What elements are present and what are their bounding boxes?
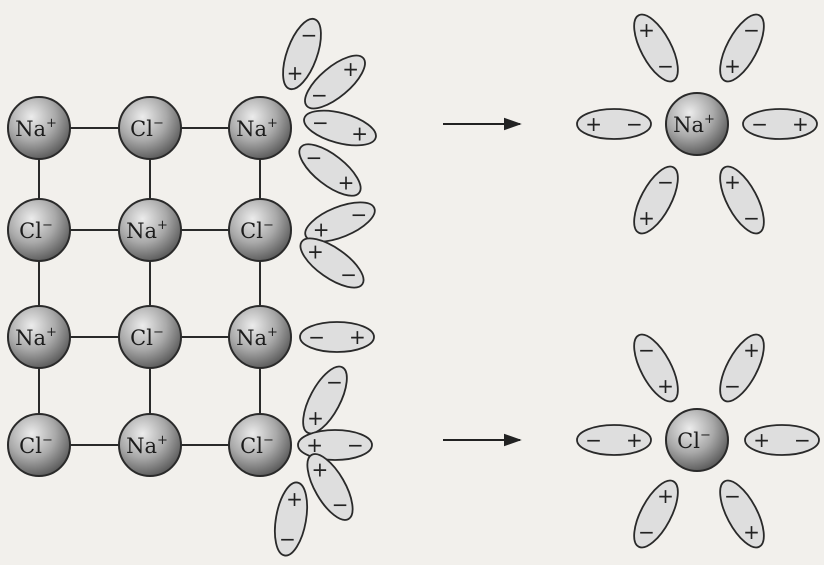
negative-pole-sign: − — [657, 170, 674, 194]
water-molecule-dipole: −+ — [711, 474, 772, 553]
water-molecule-dipole: −+ — [743, 109, 817, 139]
negative-pole-sign: − — [743, 18, 760, 42]
positive-pole-sign: + — [626, 428, 643, 452]
water-molecule-dipole: +− — [711, 160, 772, 239]
negative-pole-sign: − — [311, 83, 328, 107]
positive-pole-sign: + — [724, 170, 741, 194]
positive-pole-sign: + — [311, 457, 328, 481]
water-molecule-dipole: +− — [294, 360, 355, 439]
positive-pole-sign: + — [338, 171, 355, 195]
negative-pole-sign: − — [340, 263, 357, 287]
lattice-bonds — [39, 128, 260, 445]
hydrated-ion-sodium: Na+ — [666, 93, 728, 155]
water-molecule-dipole: +− — [745, 425, 819, 455]
negative-pole-sign: − — [657, 54, 674, 78]
water-molecule-dipole: −+ — [625, 474, 686, 553]
negative-pole-sign: − — [306, 145, 323, 169]
positive-pole-sign: + — [286, 487, 303, 511]
negative-pole-sign: − — [347, 433, 364, 457]
lattice-ion-chloride: Cl− — [8, 199, 70, 261]
negative-pole-sign: − — [638, 520, 655, 544]
lattice-ion-sodium: Na+ — [8, 306, 70, 368]
water-molecule-dipole: −+ — [625, 328, 686, 407]
lattice-ion-chloride: Cl− — [119, 97, 181, 159]
negative-pole-sign: − — [794, 428, 811, 452]
water-molecule-dipole: +− — [625, 160, 686, 239]
negative-pole-sign: − — [724, 484, 741, 508]
water-molecule-dipole: +− — [625, 8, 686, 87]
positive-pole-sign: + — [349, 325, 366, 349]
lattice-ion-chloride: Cl− — [8, 414, 70, 476]
lattice-ion-chloride: Cl− — [119, 306, 181, 368]
negative-pole-sign: − — [743, 206, 760, 230]
positive-pole-sign: + — [743, 520, 760, 544]
negative-pole-sign: − — [751, 112, 768, 136]
negative-pole-sign: − — [350, 202, 367, 226]
water-molecule-dipole: +− — [270, 480, 312, 558]
negative-pole-sign: − — [279, 527, 296, 551]
water-molecule-dipole: +− — [711, 8, 772, 87]
lattice-ion-sodium: Na+ — [229, 306, 291, 368]
positive-pole-sign: + — [313, 218, 330, 242]
positive-pole-sign: + — [657, 374, 674, 398]
lattice-edge-water-molecules: +−−+−+−++−+−−++−+−+−+− — [270, 14, 380, 558]
positive-pole-sign: + — [287, 61, 304, 85]
negative-pole-sign: − — [312, 111, 329, 135]
negative-pole-sign: − — [626, 112, 643, 136]
positive-pole-sign: + — [585, 112, 602, 136]
positive-pole-sign: + — [351, 121, 368, 145]
positive-pole-sign: + — [342, 57, 359, 81]
water-molecule-dipole: −+ — [711, 328, 772, 407]
lattice-ion-sodium: Na+ — [229, 97, 291, 159]
negative-pole-sign: − — [332, 493, 349, 517]
positive-pole-sign: + — [753, 428, 770, 452]
lattice-ion-chloride: Cl− — [229, 414, 291, 476]
water-molecule-dipole: +− — [577, 109, 651, 139]
water-molecule-dipole: −+ — [300, 322, 374, 352]
positive-pole-sign: + — [307, 406, 324, 430]
lattice-ion-chloride: Cl− — [229, 199, 291, 261]
lattice-ion-sodium: Na+ — [8, 97, 70, 159]
positive-pole-sign: + — [724, 54, 741, 78]
negative-pole-sign: − — [326, 370, 343, 394]
water-molecule-dipole: +− — [298, 430, 372, 460]
negative-pole-sign: − — [585, 428, 602, 452]
negative-pole-sign: − — [724, 374, 741, 398]
negative-pole-sign: − — [638, 338, 655, 362]
hydrated-ion-chloride: Cl− — [666, 409, 728, 471]
positive-pole-sign: + — [638, 18, 655, 42]
negative-pole-sign: − — [308, 325, 325, 349]
positive-pole-sign: + — [307, 239, 324, 263]
negative-pole-sign: − — [301, 23, 318, 47]
positive-pole-sign: + — [657, 484, 674, 508]
positive-pole-sign: + — [638, 206, 655, 230]
lattice-ion-sodium: Na+ — [119, 414, 181, 476]
dissolution-arrows — [443, 124, 520, 440]
water-molecule-dipole: −+ — [577, 425, 651, 455]
positive-pole-sign: + — [792, 112, 809, 136]
positive-pole-sign: + — [743, 338, 760, 362]
lattice-ion-sodium: Na+ — [119, 199, 181, 261]
